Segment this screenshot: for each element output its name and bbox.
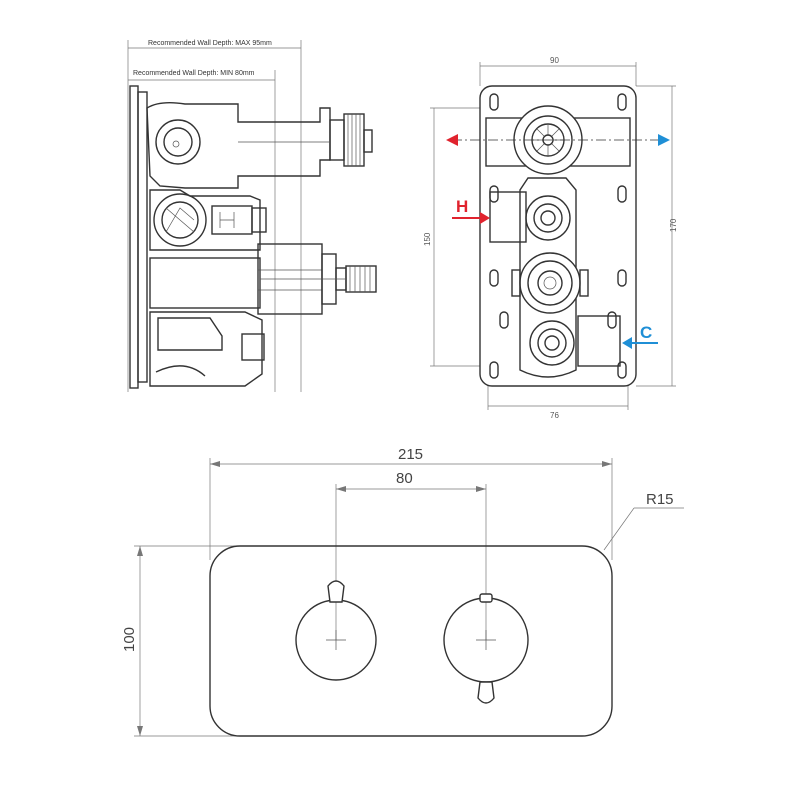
min-depth-label: Recommended Wall Depth: MIN 80mm <box>133 70 255 77</box>
max-depth-label: Recommended Wall Depth: MAX 95mm <box>148 40 272 47</box>
faceplate-view: 215 80 100 R15 <box>121 446 684 737</box>
upper-port <box>155 119 201 165</box>
h-mark <box>219 212 235 228</box>
middle-body <box>149 189 261 251</box>
hot-inlet-arrow-icon <box>452 212 490 224</box>
hot-inlet-nut <box>525 195 571 241</box>
cartridge-right-lug <box>579 269 589 297</box>
middle-port <box>153 193 207 247</box>
cold-label: C <box>640 323 652 342</box>
lower-body <box>149 257 261 309</box>
right-knob-lever <box>477 681 495 704</box>
cold-inlet-arrow-icon <box>622 337 658 349</box>
width-76-label: 76 <box>550 411 559 420</box>
cold-inlet-block <box>577 315 621 367</box>
faceplate <box>209 545 613 737</box>
bottom-port <box>157 317 223 351</box>
left-knob-lever <box>327 580 345 603</box>
knurled-knob <box>343 113 365 167</box>
width-90-label: 90 <box>550 56 559 65</box>
radius-r15-label: R15 <box>646 491 674 508</box>
bottom-curve <box>155 365 206 377</box>
upper-port-center <box>172 140 180 148</box>
bottom-nut <box>241 333 265 361</box>
middle-port-cross <box>165 207 195 233</box>
side-view: Recommended Wall Depth: MAX 95mm Recomme… <box>127 40 377 392</box>
height-170-label: 170 <box>669 218 678 232</box>
hot-label: H <box>456 197 468 216</box>
mounting-flange <box>137 91 148 383</box>
height-150-label: 150 <box>423 232 432 246</box>
hot-inlet-block <box>489 191 527 243</box>
front-view: 90 170 150 76 <box>423 56 678 420</box>
cartridge <box>519 252 581 314</box>
middle-outlet-nut <box>251 207 267 233</box>
width-215-label: 215 <box>398 446 423 463</box>
cartridge-left-lug <box>511 269 521 297</box>
spacing-80-label: 80 <box>396 470 413 487</box>
splined-spindle <box>345 265 377 293</box>
bottom-body <box>149 311 263 387</box>
right-knob-tab <box>479 593 493 603</box>
mounting-plate <box>129 85 139 389</box>
upper-port-inner <box>163 127 193 157</box>
upper-valve-body <box>146 101 331 189</box>
cold-inlet-nut <box>529 320 575 366</box>
back-plate <box>479 85 637 387</box>
height-100-label: 100 <box>121 627 138 652</box>
middle-port-inner <box>161 201 199 239</box>
knob-stem <box>363 129 373 153</box>
knob-collar <box>329 119 345 161</box>
flow-direction-arrow-icon <box>446 134 670 146</box>
